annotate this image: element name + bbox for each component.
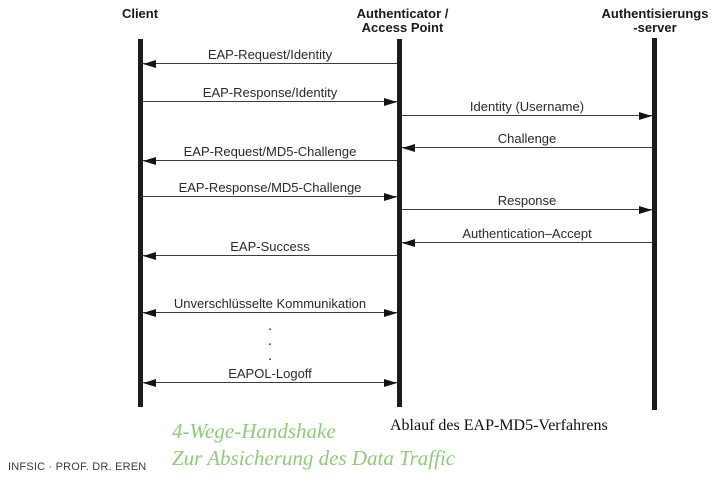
arrowhead-right-icon <box>384 378 397 387</box>
message-identity-username: Identity (Username) <box>402 99 652 120</box>
message-eapol-logoff: EAPOL-Logoff <box>143 366 397 387</box>
arrowhead-left-icon <box>402 238 415 247</box>
message-line <box>143 195 397 197</box>
message-line <box>143 381 397 383</box>
message-eap-request-identity: EAP-Request/Identity <box>143 47 397 68</box>
message-eap-success: EAP-Success <box>143 239 397 260</box>
message-authentication-accept: Authentication–Accept <box>402 226 652 247</box>
actor-auth-server-line2: -server <box>633 20 677 35</box>
message-line <box>402 114 652 116</box>
actor-auth-server-line1: Authentisierungs <box>601 6 709 21</box>
message-line <box>143 254 397 256</box>
actor-authenticator-line1: Authenticator / <box>356 6 449 21</box>
message-line <box>143 100 397 102</box>
message-label: EAP-Success <box>230 239 310 254</box>
message-eap-request-md5-challenge: EAP-Request/MD5-Challenge <box>143 144 397 165</box>
actor-label-client: Client <box>100 7 180 21</box>
message-label: Response <box>497 193 557 208</box>
message-label: EAP-Request/Identity <box>207 47 333 62</box>
message-label: EAP-Request/MD5-Challenge <box>183 144 357 159</box>
arrowhead-right-icon <box>384 97 397 106</box>
message-label: Unverschlüsselte Kommunikation <box>173 296 367 311</box>
arrowhead-right-icon <box>384 308 397 317</box>
continuation-dots: . . . <box>143 318 397 363</box>
actor-label-authenticator: Authenticator / Access Point <box>340 7 465 35</box>
arrowhead-left-icon <box>402 143 415 152</box>
figure-caption: Ablauf des EAP-MD5-Verfahrens <box>390 417 608 434</box>
message-label: EAP-Response/MD5-Challenge <box>178 180 362 195</box>
arrowhead-left-icon <box>143 378 156 387</box>
lifeline-auth-server <box>652 38 657 410</box>
arrowhead-left-icon <box>143 156 156 165</box>
arrowhead-left-icon <box>143 59 156 68</box>
message-line <box>402 146 652 148</box>
message-challenge: Challenge <box>402 131 652 152</box>
message-label: EAPOL-Logoff <box>228 366 312 381</box>
actor-authenticator-line2: Access Point <box>361 20 444 35</box>
message-response: Response <box>402 193 652 214</box>
arrowhead-right-icon <box>639 205 652 214</box>
message-line <box>143 311 397 313</box>
continuation-dot: . <box>267 332 273 349</box>
lifeline-client <box>138 39 143 407</box>
message-eap-response-md5-challenge: EAP-Response/MD5-Challenge <box>143 180 397 201</box>
message-eap-response-identity: EAP-Response/Identity <box>143 85 397 106</box>
lifeline-authenticator <box>397 39 402 407</box>
message-label: Challenge <box>497 131 557 146</box>
message-line <box>402 208 652 210</box>
message-line <box>402 241 652 243</box>
continuation-dot: . <box>267 347 273 364</box>
arrowhead-right-icon <box>384 192 397 201</box>
message-label: Authentication–Accept <box>462 226 592 241</box>
actor-label-auth-server: Authentisierungs -server <box>595 7 715 35</box>
caption-handshake-line1: 4-Wege-Handshake <box>172 419 336 443</box>
continuation-dot: . <box>267 317 273 334</box>
arrowhead-right-icon <box>639 111 652 120</box>
arrowhead-left-icon <box>143 251 156 260</box>
message-label: Identity (Username) <box>469 99 585 114</box>
arrowhead-left-icon <box>143 308 156 317</box>
message-unencrypted-communication: Unverschlüsselte Kommunikation <box>143 296 397 317</box>
actor-client-line1: Client <box>121 6 159 21</box>
message-line <box>143 62 397 64</box>
caption-handshake-line2: Zur Absicherung des Data Traffic <box>172 446 456 470</box>
slide-footer: INFSIC · PROF. DR. EREN <box>8 461 147 473</box>
message-line <box>143 159 397 161</box>
message-label: EAP-Response/Identity <box>202 85 338 100</box>
